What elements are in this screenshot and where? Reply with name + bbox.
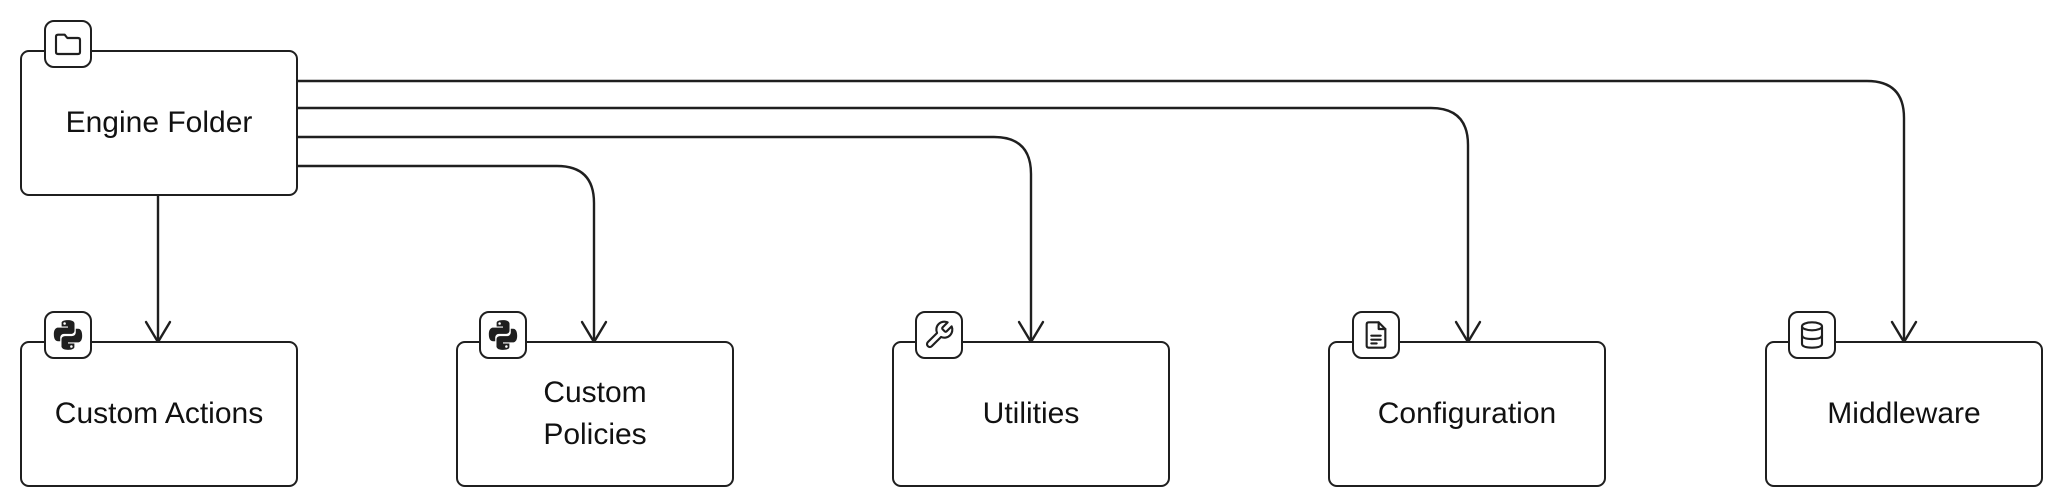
document-icon	[1352, 311, 1400, 359]
configuration-label: Configuration	[1377, 397, 1557, 430]
utilities-label: Utilities	[982, 397, 1080, 430]
middleware-node[interactable]: Middleware	[1765, 341, 2043, 487]
utilities-node[interactable]: Utilities	[892, 341, 1170, 487]
engine-folder-node[interactable]: Engine Folder	[20, 50, 298, 196]
database-icon	[1788, 311, 1836, 359]
folder-icon	[44, 20, 92, 68]
python-icon	[479, 311, 527, 359]
engine-folder-label: Engine Folder	[65, 106, 253, 139]
custom-actions-node[interactable]: Custom Actions	[20, 341, 298, 487]
custom-policies-node[interactable]: Custom Policies	[456, 341, 734, 487]
wrench-icon	[915, 311, 963, 359]
connector-engine-to-middleware	[296, 79, 1906, 343]
python-icon	[44, 311, 92, 359]
connector-engine-to-configuration	[296, 106, 1470, 343]
configuration-node[interactable]: Configuration	[1328, 341, 1606, 487]
middleware-label: Middleware	[1827, 397, 1981, 430]
custom-actions-label: Custom Actions	[54, 397, 264, 430]
connector-engine-to-custom-policies	[296, 164, 596, 343]
custom-policies-label: Custom Policies	[543, 376, 647, 451]
connector-engine-to-utilities	[296, 135, 1033, 343]
